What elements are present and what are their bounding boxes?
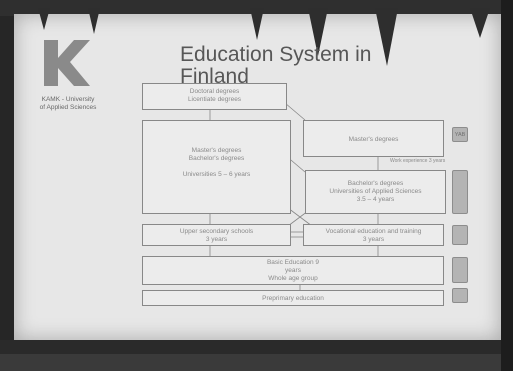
- upper-secondary-line-1: Upper secondary schools: [179, 228, 254, 235]
- basic-line-3: Whole age group: [268, 275, 318, 282]
- logo-caption: KAMK - University of Applied Sciences: [18, 96, 118, 112]
- slide-title-line-1: Education System in: [180, 43, 372, 66]
- pennant-flag-5: [375, 8, 398, 66]
- side-tab-5: [452, 288, 468, 303]
- uas-masters-line-1: Master's degrees: [348, 136, 399, 143]
- doctoral-line-1: Doctoral degrees: [189, 88, 240, 95]
- preprimary-line-1: Preprimary education: [262, 295, 324, 302]
- universities-line-4: Universities 5 – 6 years: [182, 171, 251, 178]
- pennant-flag-3: [250, 8, 264, 40]
- pennant-flag-1: [38, 8, 50, 30]
- logo-caption-line-2: of Applied Sciences: [39, 104, 97, 111]
- pennant-flag-4: [308, 8, 328, 56]
- vocational-box: Vocational education and training 3 year…: [303, 224, 444, 246]
- universities-line-1: Master's degrees: [191, 147, 242, 154]
- pennant-flag-2: [88, 8, 100, 34]
- slide-title: Education System in Finland: [180, 44, 371, 88]
- side-tab-3: [452, 225, 468, 245]
- right-wall-edge: [501, 0, 513, 371]
- vocational-line-1: Vocational education and training: [325, 228, 422, 235]
- basic-line-2: years: [285, 267, 301, 274]
- basic-line-1: Basic Education 9: [266, 259, 320, 266]
- side-tab-1: YAB: [452, 127, 468, 142]
- doctoral-degrees-box: Doctoral degrees Licentiate degrees: [142, 83, 287, 110]
- upper-secondary-line-2: 3 years: [205, 236, 228, 243]
- upper-secondary-box: Upper secondary schools 3 years: [142, 224, 291, 246]
- uas-line-1: Bachelor's degrees: [347, 180, 404, 187]
- preprimary-box: Preprimary education: [142, 290, 444, 306]
- slide-title-line-2: Finland: [180, 65, 249, 88]
- uas-line-3: 3.5 – 4 years: [356, 196, 395, 203]
- uas-line-2: Universities of Applied Sciences: [329, 188, 422, 195]
- side-tab-2: [452, 170, 468, 214]
- side-tab-1-label: YAB: [454, 131, 466, 138]
- universities-line-3: [143, 163, 290, 171]
- logo-caption-line-1: KAMK - University: [41, 96, 95, 103]
- floor-band: [0, 354, 513, 371]
- uas-masters-box: Master's degrees: [303, 120, 444, 157]
- pennant-flag-6: [470, 8, 490, 38]
- basic-education-box: Basic Education 9 years Whole age group: [142, 256, 444, 285]
- doctoral-line-2: Licentiate degrees: [187, 96, 242, 103]
- kamk-k-logo-icon: [44, 40, 90, 86]
- work-experience-note: Work experience 3 years: [390, 158, 446, 164]
- side-tab-4: [452, 257, 468, 283]
- vocational-line-2: 3 years: [362, 236, 385, 243]
- universities-box: Master's degrees Bachelor's degrees Univ…: [142, 120, 291, 214]
- universities-line-2: Bachelor's degrees: [188, 155, 245, 162]
- uas-bachelors-box: Bachelor's degrees Universities of Appli…: [305, 170, 446, 214]
